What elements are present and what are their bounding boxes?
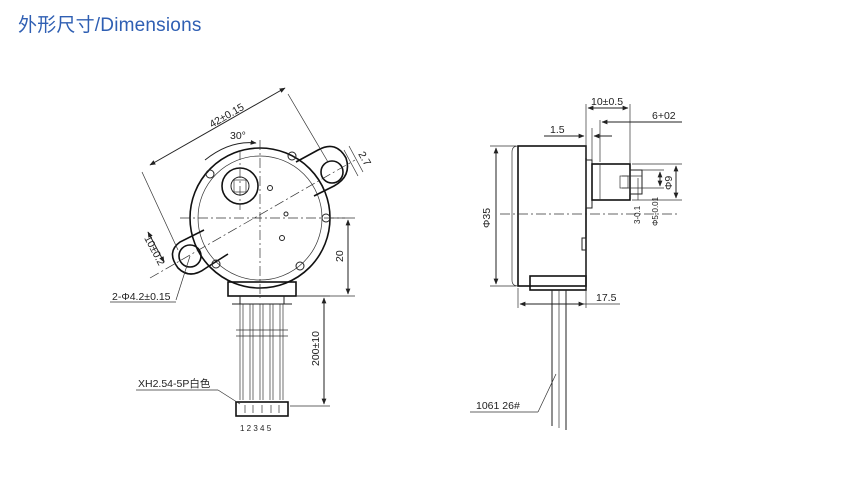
mounting-ear-left [171, 229, 229, 275]
dim-hole: 2-Φ4.2±0.15 [112, 291, 171, 303]
connector-label: XH2.54-5P白色 [138, 377, 211, 390]
dim-depth: 17.5 [596, 292, 617, 304]
side-body [517, 145, 587, 287]
front-view: 42±0.15 30° 2.7 10±0.2 2-Φ4.2±0.15 20 [110, 87, 373, 433]
dim-flange: 1.5 [550, 124, 565, 136]
dim-flat: 3-0.1 [633, 205, 642, 224]
connector-pins: 1 2 3 4 5 [240, 424, 272, 433]
dim-body-diameter: Φ35 [481, 208, 493, 228]
page-title: 外形尺寸/Dimensions [18, 15, 202, 36]
wire-exit-block [227, 281, 297, 297]
mount-hole-right [320, 160, 344, 184]
dim-boss: Φ9 [663, 176, 675, 190]
dim-mount-spacing: 42±0.15 [208, 101, 247, 130]
dim-shaft-offset: 6+02 [652, 110, 676, 122]
dim-angle: 30° [230, 130, 246, 142]
mount-hole-left [178, 244, 202, 268]
dim-height: 20 [334, 250, 346, 262]
cable-wires [236, 304, 288, 400]
dim-ear-width: 10±0.2 [141, 234, 167, 268]
side-boss [591, 163, 631, 201]
mounting-ear-right [295, 145, 349, 197]
dim-cable-length: 200±10 [310, 331, 322, 366]
connector [235, 401, 289, 417]
wire-spec: 1061 26# [476, 400, 520, 412]
side-view: Φ35 10±0.5 6+02 1.5 Φ9 3-0.1 Φ5-0.01 17.… [470, 96, 682, 430]
side-shaft [629, 169, 643, 195]
dim-shaft-diameter: Φ5-0.01 [651, 196, 660, 226]
dim-tab-thickness: 2.7 [355, 150, 373, 169]
side-wire-exit [529, 275, 587, 291]
dim-shaft-length: 10±0.5 [591, 96, 623, 108]
